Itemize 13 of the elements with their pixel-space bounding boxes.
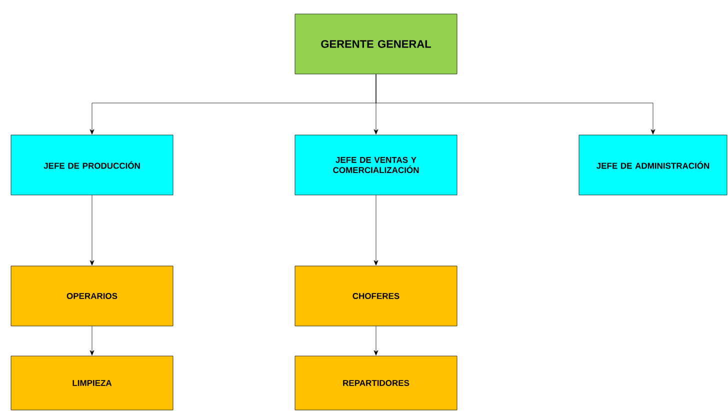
staff-box: LIMPIEZA — [10, 356, 174, 410]
connector-arrow — [376, 74, 656, 134]
manager-box: GERENTE GENERAL — [294, 14, 458, 74]
department-box: JEFE DE PRODUCCIÓN — [10, 134, 174, 196]
connector-arrow — [374, 326, 378, 356]
staff-box: REPARTIDORES — [294, 356, 458, 410]
connector-arrow — [90, 195, 94, 266]
connector-arrow — [90, 326, 94, 356]
staff-box: OPERARIOS — [10, 266, 174, 326]
department-box: JEFE DE ADMINISTRACIÓN — [578, 134, 728, 196]
department-box: JEFE DE VENTAS Y COMERCIALIZACIÓN — [294, 134, 458, 196]
connector-arrow — [374, 195, 378, 266]
staff-box: CHOFERES — [294, 266, 458, 326]
